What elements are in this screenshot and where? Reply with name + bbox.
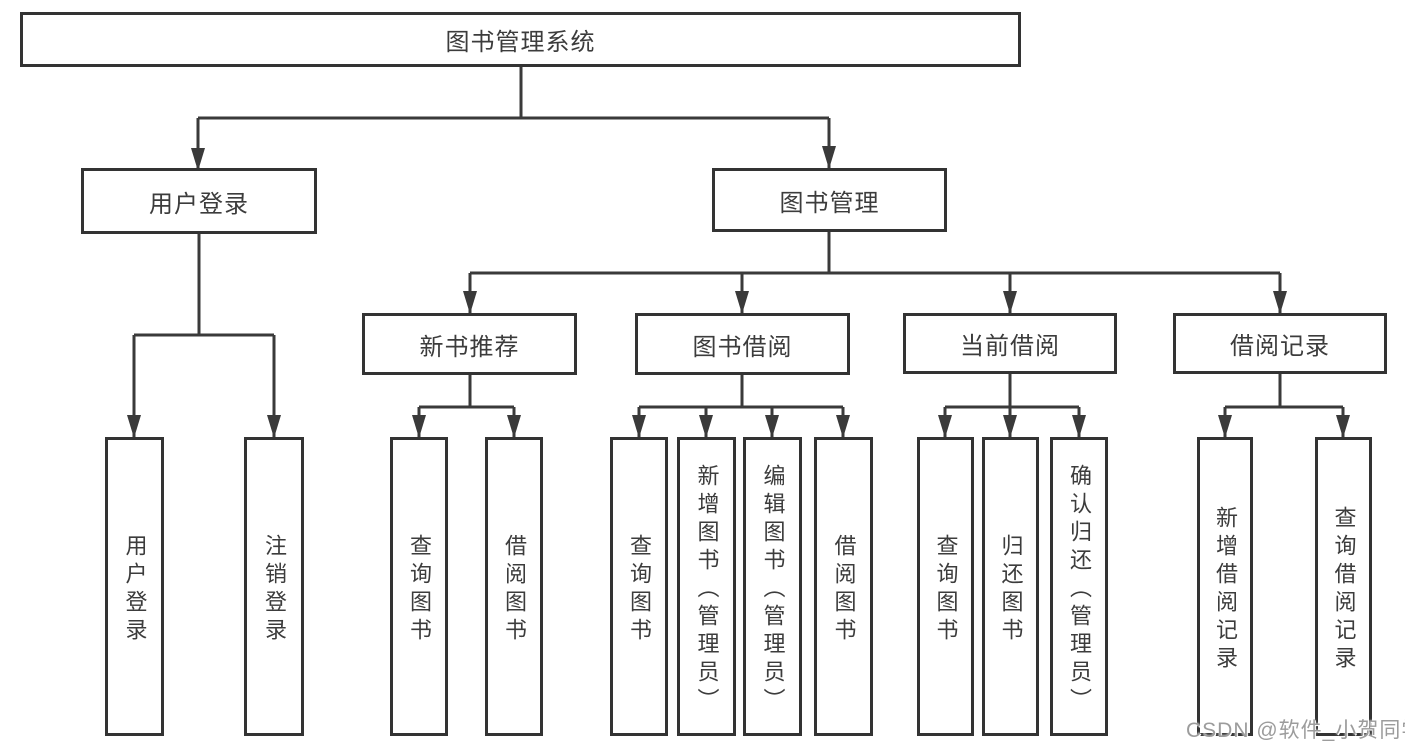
leaf-query-book-newrec-label: 查询图书 — [407, 533, 432, 646]
leaf-query-book-newrec: 查询图书 — [390, 437, 448, 736]
leaf-user-login-label: 用户登录 — [122, 533, 148, 646]
leaf-add-borrow-record: 新增借阅记录 — [1197, 437, 1253, 736]
leaf-return-book: 归还图书 — [982, 437, 1039, 736]
node-borrow-record: 借阅记录 — [1173, 313, 1387, 374]
node-root-label: 图书管理系统 — [445, 29, 596, 56]
connector-book-mgmt — [463, 232, 1287, 314]
leaf-edit-book-admin: 编辑图书（管理员） — [743, 437, 802, 736]
leaf-add-book-admin: 新增图书（管理员） — [677, 437, 736, 736]
node-current-borrow: 当前借阅 — [903, 313, 1117, 374]
node-current-borrow-label: 当前借阅 — [960, 333, 1060, 360]
leaf-query-book-current-label: 查询图书 — [933, 533, 959, 646]
leaf-logout-label: 注销登录 — [262, 533, 287, 646]
leaf-query-borrow-record: 查询借阅记录 — [1315, 437, 1372, 736]
node-borrow-record-label: 借阅记录 — [1230, 333, 1330, 360]
connector-book-borrow — [632, 375, 850, 438]
leaf-borrow-book: 借阅图书 — [814, 437, 873, 736]
leaf-query-book-borrow: 查询图书 — [610, 437, 668, 736]
leaf-edit-book-admin-label: 编辑图书（管理员） — [760, 463, 786, 716]
node-book-mgmt: 图书管理 — [712, 168, 947, 232]
node-user-login-label: 用户登录 — [149, 190, 249, 218]
node-book-borrow-label: 图书借阅 — [692, 333, 793, 361]
leaf-return-book-label: 归还图书 — [998, 533, 1024, 646]
leaf-borrow-book-newrec-label: 借阅图书 — [502, 533, 527, 646]
node-book-borrow: 图书借阅 — [635, 313, 850, 375]
leaf-logout: 注销登录 — [244, 437, 304, 736]
node-book-mgmt-label: 图书管理 — [779, 189, 880, 217]
leaf-borrow-book-newrec: 借阅图书 — [485, 437, 543, 736]
leaf-add-borrow-record-label: 新增借阅记录 — [1213, 505, 1238, 674]
node-new-book-rec-label: 新书推荐 — [419, 333, 520, 361]
node-new-book-rec: 新书推荐 — [362, 313, 577, 375]
csdn-watermark: CSDN @软件_小贺同学 — [1186, 719, 1405, 742]
leaf-confirm-return-admin: 确认归还（管理员） — [1050, 437, 1108, 736]
connector-current-borrow — [938, 374, 1086, 438]
connector-root — [191, 67, 836, 171]
connector-borrow-record — [1218, 374, 1350, 438]
leaf-borrow-book-label: 借阅图书 — [831, 533, 857, 646]
leaf-confirm-return-admin-label: 确认归还（管理员） — [1067, 463, 1092, 716]
leaf-add-book-admin-label: 新增图书（管理员） — [694, 463, 720, 716]
connector-user-login — [127, 232, 281, 438]
connector-new-book — [412, 375, 521, 438]
leaf-query-borrow-record-label: 查询借阅记录 — [1331, 505, 1357, 674]
leaf-query-book-current: 查询图书 — [917, 437, 974, 736]
leaf-user-login: 用户登录 — [105, 437, 164, 736]
node-root: 图书管理系统 — [20, 12, 1021, 67]
node-user-login: 用户登录 — [81, 168, 317, 234]
leaf-query-book-borrow-label: 查询图书 — [627, 533, 652, 646]
